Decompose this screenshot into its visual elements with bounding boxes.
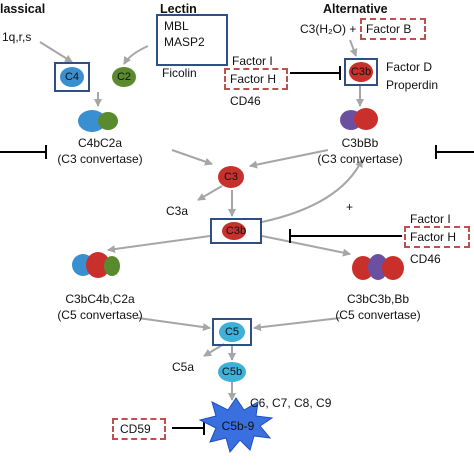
arrow-c3-to-c3a <box>197 185 223 201</box>
c3b-alt-label: C3b <box>350 66 372 78</box>
lectin-item-masp2: MASP2 <box>164 35 205 49</box>
lectin-components-box: MBL MASP2 <box>156 14 228 66</box>
inhibitor-factor-h-c3b <box>290 66 341 80</box>
c5-label: C5 <box>224 326 240 338</box>
c3h2o-label: C3(H₂O) + <box>300 22 357 36</box>
factor-i-top-label: Factor I <box>232 54 273 68</box>
factor-b-box <box>360 18 426 40</box>
cd59-label: CD59 <box>120 422 151 436</box>
c3b-alt-molecule-icon <box>349 62 373 82</box>
cd46-mid-label: CD46 <box>410 252 441 266</box>
c3a-label: C3a <box>166 204 189 218</box>
inhibitor-factor-h-c3b-center <box>289 229 402 243</box>
c4-label: C4 <box>64 71 80 83</box>
c4bc2a-label: C4bC2a <box>77 136 123 150</box>
terminal-components-label: C6, C7, C8, C9 <box>250 396 332 410</box>
arrow-c5conv-right-to-c5 <box>253 317 341 332</box>
arrow-c4bc2a-to-c3 <box>171 149 213 166</box>
lectin-item-ficolin: Ficolin <box>162 66 197 80</box>
lectin-pathway-title: Lectin <box>160 2 197 16</box>
c3b-alt-highlight-box <box>344 58 378 86</box>
arrow-c3b-to-c5conv-left <box>107 235 211 254</box>
c4-highlight-box <box>54 62 90 92</box>
properdin-label: Properdin <box>386 78 439 92</box>
c5b-label: C5b <box>221 366 243 378</box>
alternative-pathway-title: Alternative <box>323 2 388 16</box>
inhibitor-cd59-mac <box>172 421 205 435</box>
c2a-part-icon <box>98 112 118 130</box>
factor-h-mid-label: Factor H <box>410 230 457 244</box>
factor-h-mid-box <box>404 226 470 248</box>
factor-i-mid-label: Factor I <box>410 212 451 226</box>
c3-label: C3 <box>223 171 239 183</box>
arrow-c5-to-c5a <box>203 343 225 357</box>
c5b9-label: C5b-9 <box>221 419 255 433</box>
c3bbb-sub-label: (C3 convertase) <box>317 152 403 166</box>
cd46-top-label: CD46 <box>230 94 261 108</box>
c2-molecule-icon <box>112 67 136 87</box>
arrow-classical-to-c4 <box>39 41 73 63</box>
c3b-center-highlight-box <box>210 218 262 244</box>
lectin-item-mbl: MBL <box>164 19 189 33</box>
classical-pathway-title: lassical <box>0 2 46 16</box>
c3bbb-label: C3bBb <box>341 136 379 150</box>
arrow-c3bbb-to-c3 <box>249 149 329 169</box>
c3bc4b-label: C3bC4b,C2a <box>65 292 135 306</box>
c5-molecule-icon <box>219 322 245 342</box>
c5conv-left-c2a-icon <box>104 256 120 276</box>
factor-b-label: Factor B <box>366 22 412 36</box>
c4-molecule-icon <box>60 67 84 87</box>
cd59-box <box>112 418 166 440</box>
factor-h-top-box <box>224 68 288 90</box>
c3b-center-molecule-icon <box>222 222 246 240</box>
plus-sign: + <box>346 200 354 214</box>
factor-h-top-label: Factor H <box>230 72 277 86</box>
inhibitor-right-edge <box>435 145 474 159</box>
c2-label: C2 <box>116 71 132 83</box>
c4bc2a-sub-label: (C3 convertase) <box>57 152 143 166</box>
c5a-label: C5a <box>172 360 195 374</box>
c3bc3b-label: C3bC3b,Bb <box>346 292 410 306</box>
arrow-lectin-to-c2 <box>123 45 149 65</box>
c1qrs-label: 1q,r,s <box>2 30 32 44</box>
c3b-center-label: C3b <box>225 225 247 237</box>
arrow-c3b-feedback-to-c3bbb <box>261 159 363 223</box>
inhibitor-left-edge <box>0 145 47 159</box>
arrow-c3h2o-to-c3b <box>349 39 358 57</box>
arrow-c3b-to-c5conv-right <box>261 235 351 257</box>
c3b-part-icon <box>354 108 378 130</box>
c3-molecule-icon <box>218 166 244 188</box>
c3bc3b-sub-label: (C5 convertase) <box>335 308 421 322</box>
factor-d-label: Factor D <box>386 60 433 74</box>
mac-starburst-icon <box>198 397 274 454</box>
c5conv-right-c3b-b-icon <box>382 256 404 280</box>
c5b-molecule-icon <box>218 362 246 382</box>
arrow-c5conv-left-to-c5 <box>137 317 211 331</box>
c5-highlight-box <box>212 318 252 346</box>
c3bc4b-sub-label: (C5 convertase) <box>57 308 143 322</box>
